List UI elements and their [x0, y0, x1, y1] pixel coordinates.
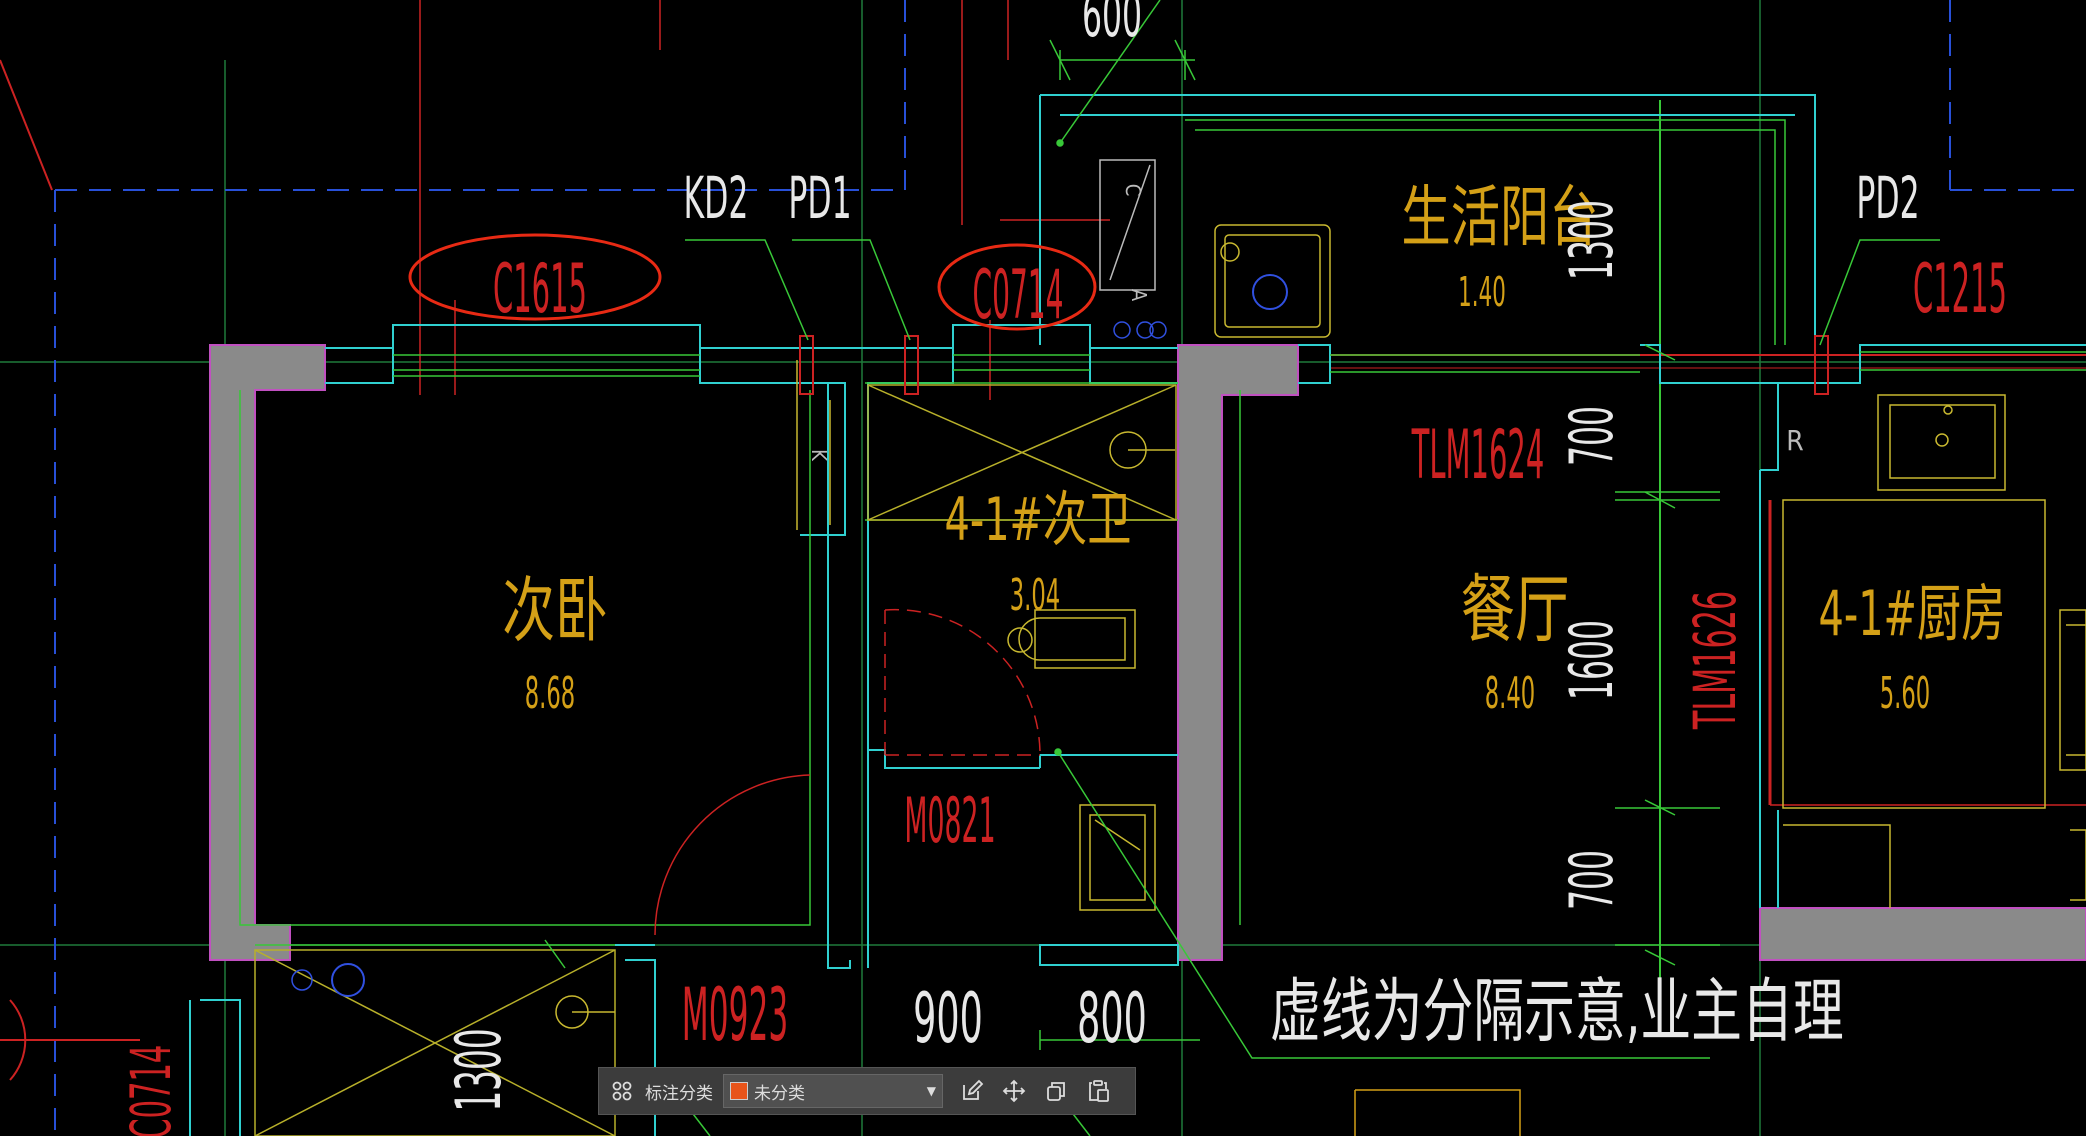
door-label-m0923: M0923: [682, 974, 788, 1058]
dimension-bottom-900: 900: [913, 978, 983, 1059]
room-name-dining: 餐厅: [1461, 568, 1570, 653]
tag-kd2: KD2: [684, 166, 749, 232]
edit-icon[interactable]: [957, 1076, 987, 1106]
door-label-tlm1624: TLM1624: [1411, 417, 1544, 495]
room-name-kitchen: 4-1#厨房: [1819, 577, 2006, 650]
bathroom-cross: [254, 384, 1177, 1136]
dimension-bottom-800: 800: [1077, 978, 1147, 1059]
highlight-marks: [408, 233, 1097, 331]
fixture-mark-r: R: [1786, 424, 1804, 457]
room-area-secondary-bathroom: 3.04: [1010, 571, 1060, 621]
category-value: 未分类: [754, 1083, 805, 1104]
dimension-bottom-left-1300: 1300: [444, 1028, 516, 1111]
fixture-mark-c: C: [1121, 184, 1145, 197]
tag-pd1: PD1: [788, 166, 851, 232]
room-area-dining: 8.40: [1485, 669, 1535, 719]
highlight-circle-c0714[interactable]: [937, 243, 1097, 331]
fixtures: [291, 159, 2086, 1136]
copy-icon[interactable]: [1041, 1076, 1071, 1106]
window-label-c1215: C1215: [1913, 251, 2007, 329]
room-name-secondary-bedroom: 次卧: [502, 569, 607, 652]
annotation-toolbar: 标注分类 未分类 ▼: [598, 1067, 1136, 1115]
door-label-tlm1626: TLM1626: [1682, 591, 1749, 730]
dimension-top-600: 600: [1082, 0, 1142, 51]
grid-menu-icon[interactable]: [607, 1076, 637, 1106]
dimension-right-1600: 1600: [1556, 620, 1627, 700]
window-frames: [393, 351, 2086, 377]
category-label: 标注分类: [645, 1083, 713, 1104]
annotation-note: 虚线为分隔示意,业主自理: [1270, 972, 1844, 1052]
fixture-mark-a: A: [1127, 289, 1151, 302]
category-dropdown[interactable]: 未分类 ▼: [723, 1074, 943, 1108]
detail-lines: [239, 50, 1786, 1050]
pipe-tags: [799, 335, 1829, 395]
move-icon[interactable]: [999, 1076, 1029, 1106]
window-label-fc0714: FC0714: [119, 1045, 184, 1136]
room-area-secondary-bedroom: 8.68: [525, 669, 575, 719]
dimension-right-700-top: 700: [1556, 406, 1627, 466]
tag-pd2: PD2: [1856, 166, 1919, 232]
paste-icon[interactable]: [1083, 1076, 1113, 1106]
window-label-c0714: C0714: [973, 256, 1064, 334]
fixture-mark-k: K: [807, 449, 831, 462]
category-color-swatch: [730, 1082, 748, 1100]
door-swings: [654, 608, 1041, 936]
walls: [209, 344, 2086, 961]
room-area-balcony: 1.40: [1458, 268, 1506, 316]
chevron-down-icon: ▼: [926, 1084, 936, 1098]
room-area-kitchen: 5.60: [1880, 669, 1930, 719]
dimension-right-700-bottom: 700: [1556, 850, 1627, 910]
window-label-c1615: C1615: [493, 251, 587, 329]
room-name-secondary-bathroom: 4-1#次卫: [945, 486, 1132, 555]
door-label-m0821: M0821: [904, 785, 995, 858]
highlight-circle-c1615[interactable]: [408, 233, 662, 321]
dimension-balcony-1300: 1300: [1556, 200, 1627, 280]
leader-lines: [685, 0, 1940, 1059]
room-name-balcony: 生活阳台: [1401, 179, 1598, 256]
